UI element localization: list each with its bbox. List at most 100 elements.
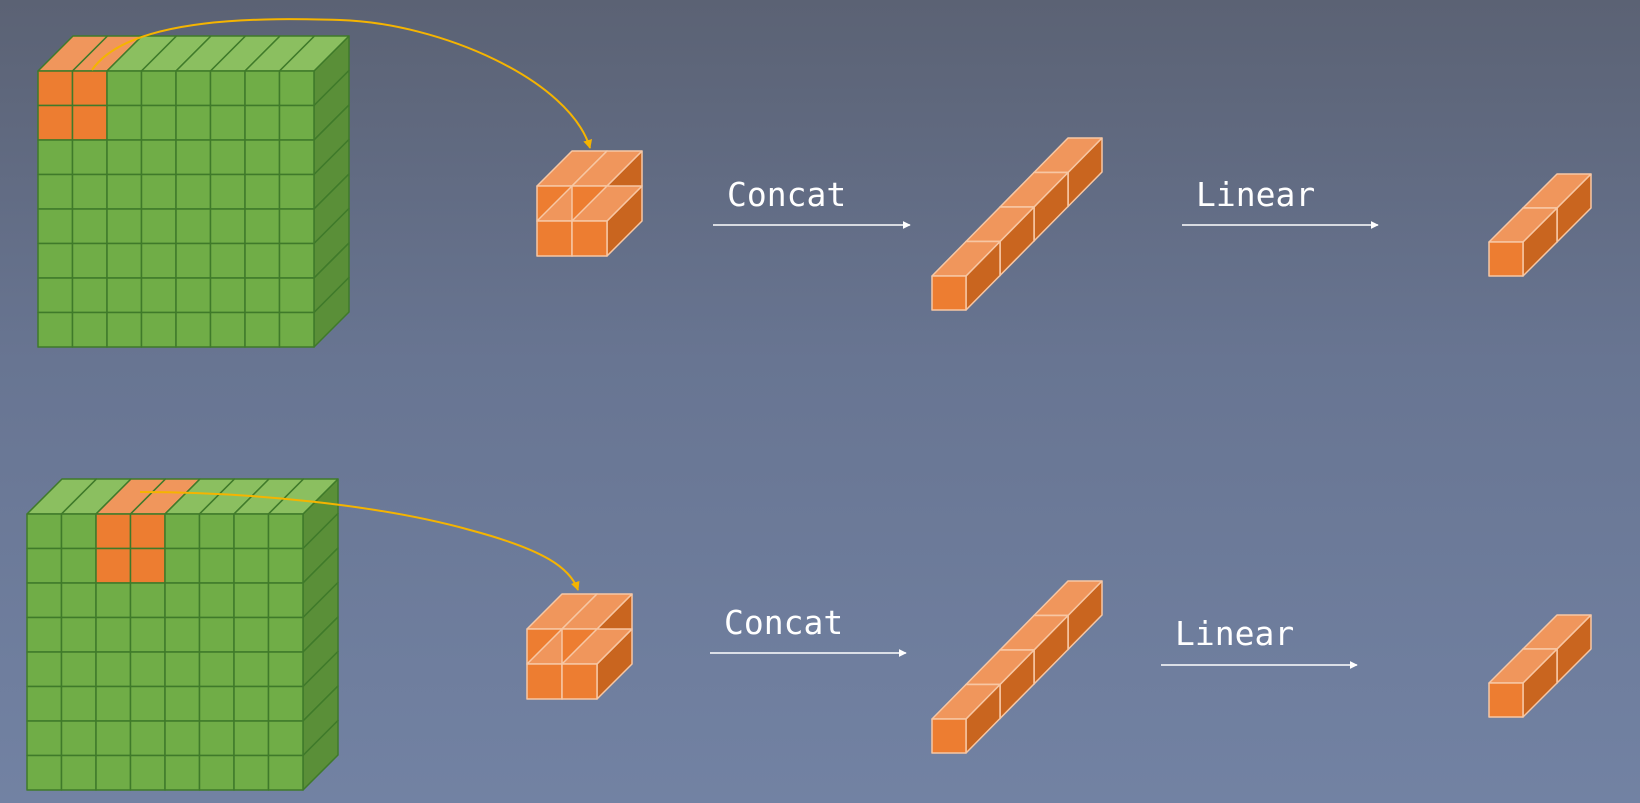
grid-cell <box>267 547 304 584</box>
grid-cell <box>233 651 270 688</box>
grid-cell <box>140 277 177 314</box>
grid-cell <box>129 754 166 791</box>
grid-cell <box>175 311 212 348</box>
grid-cell <box>267 513 304 550</box>
grid-cell <box>278 311 315 348</box>
grid-cell <box>106 139 143 176</box>
grid-cell <box>164 547 201 584</box>
grid-cell <box>209 208 246 245</box>
grid-cell <box>278 277 315 314</box>
grid-cell <box>175 173 212 210</box>
cube-front-face <box>1488 241 1524 277</box>
grid-cell <box>198 616 235 653</box>
patch-cell <box>129 513 166 550</box>
cube-front-face <box>526 663 563 700</box>
grid-cell <box>267 651 304 688</box>
grid-cell <box>60 685 97 722</box>
grid-cell <box>140 208 177 245</box>
grid-cell <box>267 754 304 791</box>
grid-cell <box>95 685 132 722</box>
cube-front-face <box>1488 682 1524 718</box>
grid-cell <box>175 70 212 107</box>
concat-bar-2 <box>931 580 1103 754</box>
grid-cell <box>233 685 270 722</box>
grid-cell <box>95 720 132 757</box>
grid-cell <box>71 173 108 210</box>
row-1 <box>37 18 1592 348</box>
grid-cell <box>60 513 97 550</box>
grid-cell <box>198 513 235 550</box>
feature-map-grid-1 <box>37 35 350 348</box>
grid-cell <box>175 277 212 314</box>
grid-cell <box>175 208 212 245</box>
grid-cell <box>37 277 74 314</box>
grid-cell <box>26 582 63 619</box>
linear-label-2: Linear <box>1175 614 1295 653</box>
grid-cell <box>164 582 201 619</box>
grid-cell <box>233 513 270 550</box>
patch-cube-2 <box>526 593 633 700</box>
grid-cell <box>233 582 270 619</box>
grid-cell <box>244 139 281 176</box>
grid-cell <box>26 513 63 550</box>
grid-cell <box>140 311 177 348</box>
grid-cell <box>233 616 270 653</box>
grid-cell <box>278 139 315 176</box>
cube-front-face <box>571 220 608 257</box>
grid-cell <box>106 70 143 107</box>
linear-label-1: Linear <box>1196 175 1316 214</box>
concat-label-2: Concat <box>724 603 844 642</box>
concat-bar-1 <box>931 137 1103 311</box>
grid-cell <box>267 582 304 619</box>
grid-cell <box>106 173 143 210</box>
grid-cell <box>209 242 246 279</box>
grid-cell <box>164 513 201 550</box>
grid-cell <box>209 70 246 107</box>
grid-cell <box>198 651 235 688</box>
grid-cell <box>129 651 166 688</box>
grid-cell <box>95 582 132 619</box>
grid-cell <box>244 173 281 210</box>
grid-cell <box>198 582 235 619</box>
grid-cell <box>95 616 132 653</box>
grid-cell <box>60 547 97 584</box>
grid-cell <box>267 720 304 757</box>
grid-cell <box>278 70 315 107</box>
grid-cell <box>26 651 63 688</box>
grid-cell <box>233 754 270 791</box>
grid-cell <box>140 139 177 176</box>
grid-cell <box>129 582 166 619</box>
grid-cell <box>267 616 304 653</box>
grid-cell <box>209 311 246 348</box>
cube-front-face <box>931 275 967 311</box>
feature-map-grid-2 <box>26 478 339 791</box>
grid-cell <box>37 311 74 348</box>
grid-cell <box>37 173 74 210</box>
patch-cell <box>37 104 74 141</box>
grid-cell <box>244 70 281 107</box>
patch-cell <box>71 70 108 107</box>
grid-cell <box>198 685 235 722</box>
cube-front-face <box>931 718 967 754</box>
grid-cell <box>106 208 143 245</box>
grid-cell <box>175 242 212 279</box>
grid-cell <box>60 582 97 619</box>
grid-cell <box>106 104 143 141</box>
grid-cell <box>140 242 177 279</box>
grid-cell <box>209 139 246 176</box>
grid-cell <box>71 242 108 279</box>
grid-cell <box>95 754 132 791</box>
grid-cell <box>244 208 281 245</box>
linear-output-1 <box>1488 173 1592 277</box>
grid-cell <box>129 616 166 653</box>
grid-cell <box>71 139 108 176</box>
curve-arrow-2 <box>139 491 580 591</box>
grid-cell <box>164 616 201 653</box>
grid-cell <box>37 242 74 279</box>
grid-cell <box>209 104 246 141</box>
grid-cell <box>278 173 315 210</box>
patch-cube-1 <box>536 150 643 257</box>
grid-cell <box>60 616 97 653</box>
